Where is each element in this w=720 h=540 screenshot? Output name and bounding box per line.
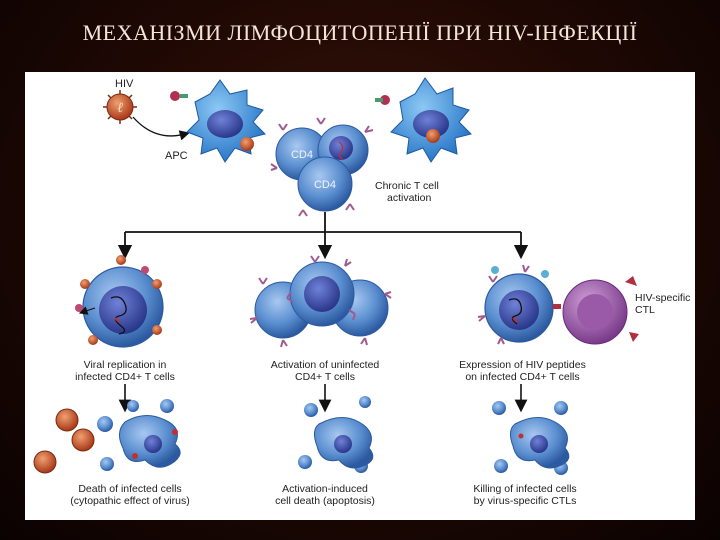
diagram-canvas: ℓ CD4 CD4	[33, 77, 639, 475]
hiv-ctl-label: HIV-specific CTL	[635, 292, 691, 316]
apoptotic-cell-icon	[298, 396, 374, 473]
hiv-virus-icon: ℓ	[103, 90, 137, 124]
ctl-killing-label: Killing of infected cells by virus-speci…	[473, 483, 577, 507]
uninfected-activation-label: Activation of uninfected CD4+ T cells	[270, 359, 380, 383]
viral-replication-label: Viral replication in infected CD4+ T cel…	[75, 359, 175, 383]
hiv-to-apc-arrow	[132, 116, 191, 141]
cd4-t-cell-icon	[270, 117, 374, 217]
ctl-cell-icon	[553, 276, 639, 345]
peptide-expression-label: Expression of HIV peptides on infected C…	[459, 359, 586, 383]
slide-title: МЕХАНІЗМИ ЛІМФОЦИТОПЕНІЇ ПРИ HIV-ІНФЕКЦІ…	[82, 20, 638, 45]
chronic-activation-label: Chronic T cell activation	[375, 180, 439, 204]
svg-text:ℓ: ℓ	[117, 101, 123, 116]
cd4-label-b: CD4	[314, 179, 336, 191]
hiv-label: HIV	[115, 78, 134, 90]
cd4-label-a: CD4	[291, 149, 313, 161]
apoptotic-cell-icon	[492, 401, 570, 475]
apoptosis-label: Activation-induced cell death (apoptosis…	[275, 483, 375, 507]
peptide-presenting-cell-icon	[477, 264, 554, 345]
apc-cell-icon	[375, 77, 472, 163]
apoptotic-cell-icon	[33, 399, 181, 474]
infected-cd4-cell-icon	[75, 255, 164, 348]
figure-panel: ℓ CD4 CD4	[25, 72, 695, 520]
branch-connector	[117, 212, 529, 260]
apc-label: APC	[165, 150, 188, 162]
apc-cell-icon	[170, 79, 266, 163]
activated-cd4-cells-icon	[249, 255, 392, 348]
middle-arrows	[118, 384, 528, 413]
cell-death-label: Death of infected cells (cytopathic effe…	[70, 483, 190, 507]
